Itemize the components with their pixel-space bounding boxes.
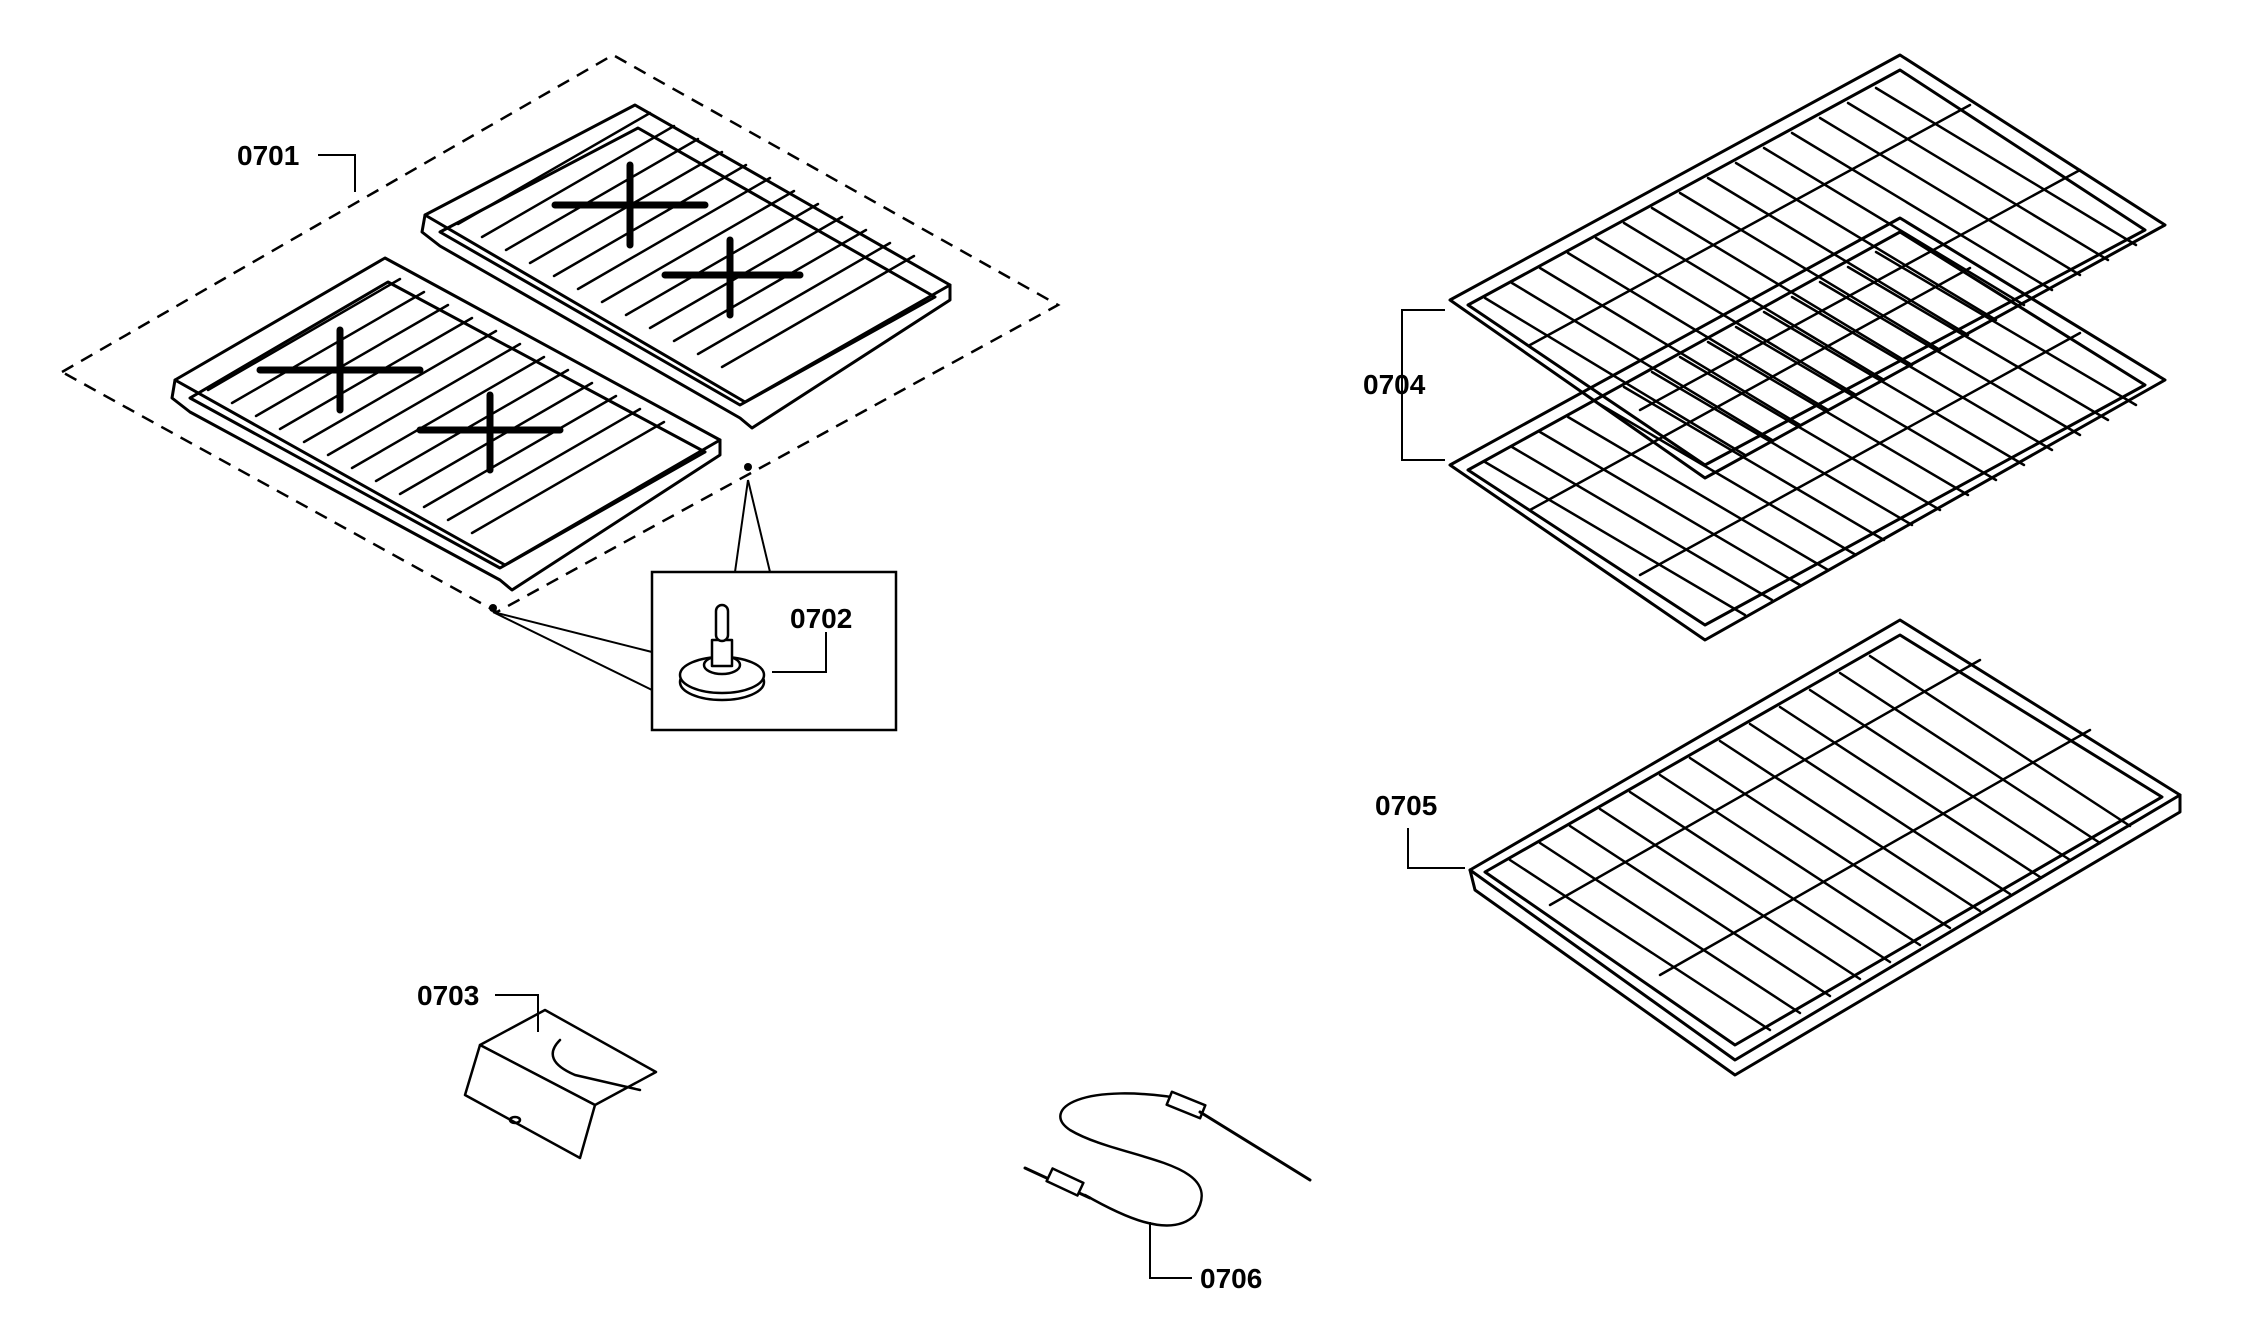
callout-0704: 0704 bbox=[1363, 369, 1426, 400]
grate-foot-detail-box bbox=[650, 570, 898, 732]
upper-oven-rack bbox=[1448, 53, 2167, 480]
telescopic-rack-group: 0705 bbox=[1375, 618, 2182, 1077]
callout-0706: 0706 bbox=[1200, 1263, 1262, 1294]
bracket-part bbox=[463, 1008, 658, 1160]
left-grate bbox=[170, 256, 722, 592]
telescopic-rack bbox=[1468, 618, 2182, 1077]
lower-oven-rack bbox=[1448, 216, 2167, 642]
grate-foot-group: 0702 bbox=[492, 479, 898, 732]
callout-0702: 0702 bbox=[790, 603, 852, 634]
cooktop-grates-group: 0701 bbox=[59, 53, 1061, 614]
callout-0703: 0703 bbox=[417, 980, 479, 1011]
meat-probe bbox=[1023, 1090, 1312, 1227]
meat-probe-group: 0706 bbox=[1023, 1090, 1312, 1294]
callout-0705: 0705 bbox=[1375, 790, 1437, 821]
bracket-group: 0703 bbox=[417, 980, 658, 1160]
right-grate bbox=[420, 103, 952, 430]
foot-location-dot-right bbox=[744, 463, 752, 471]
foot-location-dot-left bbox=[489, 604, 497, 612]
callout-0701: 0701 bbox=[237, 140, 299, 171]
grate-dashed-outline bbox=[59, 53, 1061, 614]
rubber-foot-icon bbox=[678, 603, 766, 702]
oven-racks-group: 0704 bbox=[1363, 53, 2167, 642]
